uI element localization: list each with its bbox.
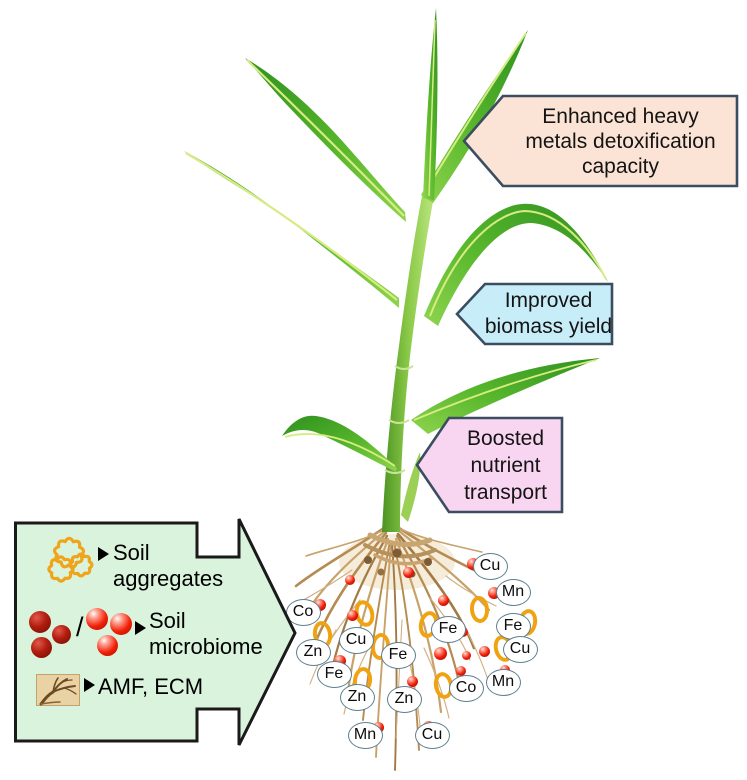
legend-line: Soil (113, 540, 150, 565)
callout-shape (455, 282, 614, 346)
amf-ecm-icon (36, 674, 80, 706)
arrow-bullet-icon (98, 547, 109, 561)
legend-line: AMF, ECM (98, 674, 204, 699)
legend-label-soil-microbiome: Soil microbiome (149, 608, 263, 660)
legend-line: microbiome (149, 634, 263, 659)
callout-shape (462, 94, 739, 188)
callout-line: biomass yield (484, 315, 613, 338)
callout-line: metals detoxification (525, 129, 716, 153)
callout-line: nutrient (470, 453, 541, 477)
leaves (184, 8, 608, 472)
legend-label-amf-ecm: AMF, ECM (98, 674, 203, 700)
stem (382, 196, 434, 532)
soil-aggregates-icon (47, 536, 94, 583)
root-system (294, 526, 497, 771)
callout-line: Improved (504, 289, 593, 312)
stem-nodes (384, 365, 414, 474)
basal-sheath (401, 452, 421, 522)
callout-shape (415, 416, 564, 514)
soil-benefits-legend: Soil aggregates / Soil microbiome (14, 516, 314, 750)
soil-clumps (364, 548, 432, 578)
callout-heavy-metals: Enhanced heavy metals detoxification cap… (462, 94, 739, 188)
arrow-bullet-icon (135, 621, 146, 635)
separator-slash: / (76, 612, 84, 642)
callout-line: Boosted (466, 426, 545, 450)
legend-label-soil-aggregates: Soil aggregates (113, 540, 223, 592)
arrow-bullet-icon (84, 678, 95, 692)
callout-line: transport (464, 480, 547, 504)
callout-biomass-yield: Improved biomass yield (455, 282, 614, 346)
legend-line: aggregates (113, 566, 224, 591)
legend-line: Soil (149, 608, 186, 633)
callout-nutrient-transport: Boosted nutrient transport (415, 416, 564, 514)
callout-line: Enhanced heavy (542, 104, 699, 128)
callout-line: capacity (581, 154, 660, 178)
